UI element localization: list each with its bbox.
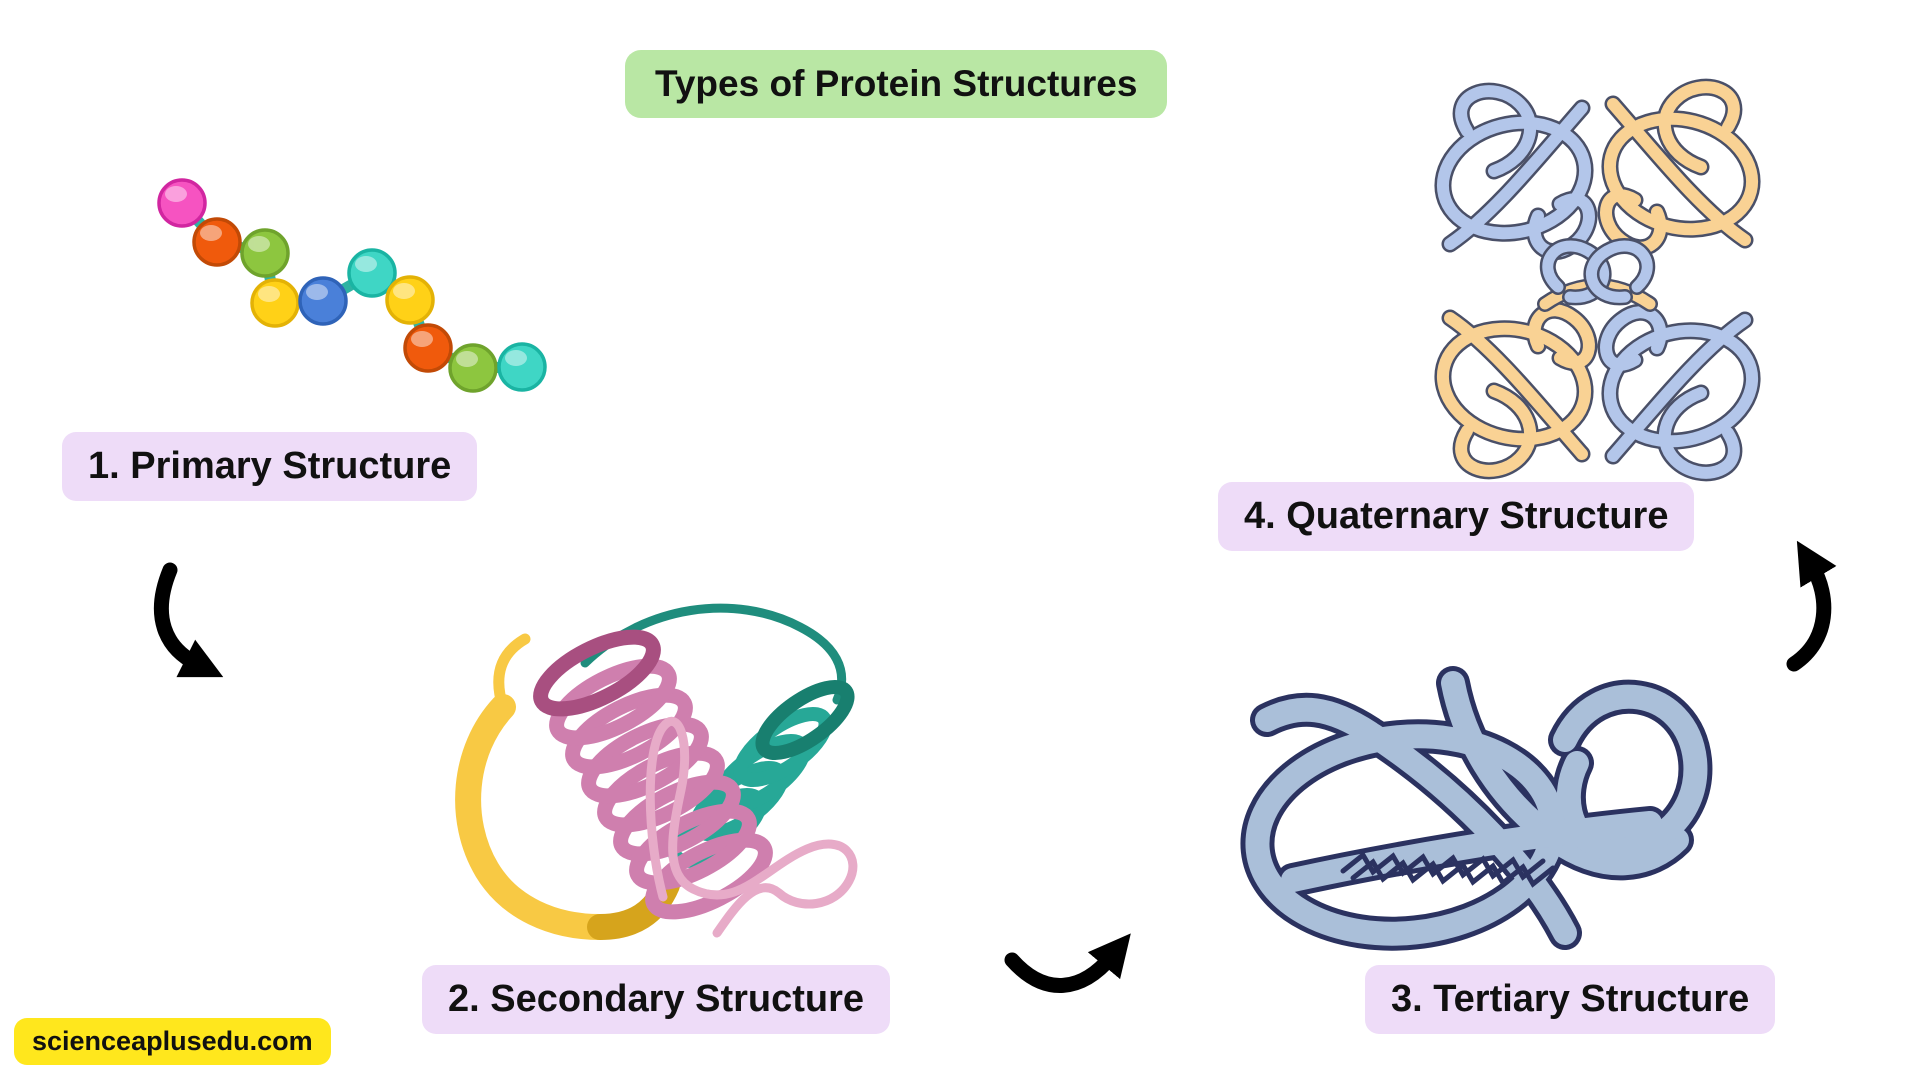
tertiary-structure-illustration (1240, 666, 1713, 951)
amino-acid-bead (298, 276, 348, 326)
amino-acid-bead (192, 217, 242, 267)
arrow-up-icon (1786, 540, 1837, 672)
amino-acid-beads (157, 178, 547, 393)
quaternary-structure-illustration (1434, 78, 1761, 482)
primary-structure-illustration (157, 178, 547, 393)
amino-acid-bead (448, 343, 498, 393)
bead-highlights (165, 186, 527, 367)
arrow-up-right-icon (1004, 933, 1131, 993)
alpha-helix-pink (533, 629, 773, 920)
secondary-structure-illustration (455, 603, 858, 940)
amino-acid-bead (385, 275, 435, 325)
arrow-down-right-icon (154, 562, 224, 678)
label-primary-structure: 1. Primary Structure (62, 432, 478, 501)
subunit-blue-top-left (1434, 82, 1598, 261)
folded-tube (1240, 666, 1713, 951)
subunit-orange-bottom-left (1434, 301, 1598, 480)
central-interlocking-loops (1537, 238, 1658, 312)
label-quaternary-structure: 4. Quaternary Structure (1218, 482, 1695, 551)
helix-zigzag-motif (1340, 851, 1556, 888)
random-coil-pink (645, 716, 858, 938)
amino-acid-bead (403, 323, 453, 373)
teal-strand (580, 603, 847, 705)
amino-acid-bead (497, 342, 547, 392)
label-tertiary-structure: 3. Tertiary Structure (1365, 965, 1776, 1034)
subunit-orange-top-right (1597, 78, 1761, 257)
amino-acid-bead (157, 178, 207, 228)
subunit-blue-bottom-right (1597, 303, 1761, 482)
amino-acid-bead (250, 278, 300, 328)
diagram-title: Types of Protein Structures (625, 50, 1168, 118)
amino-acid-bead (347, 248, 397, 298)
label-secondary-structure: 2. Secondary Structure (422, 965, 891, 1034)
watermark-badge: scienceaplusedu.com (14, 1018, 331, 1065)
amino-acid-bead (240, 228, 290, 278)
